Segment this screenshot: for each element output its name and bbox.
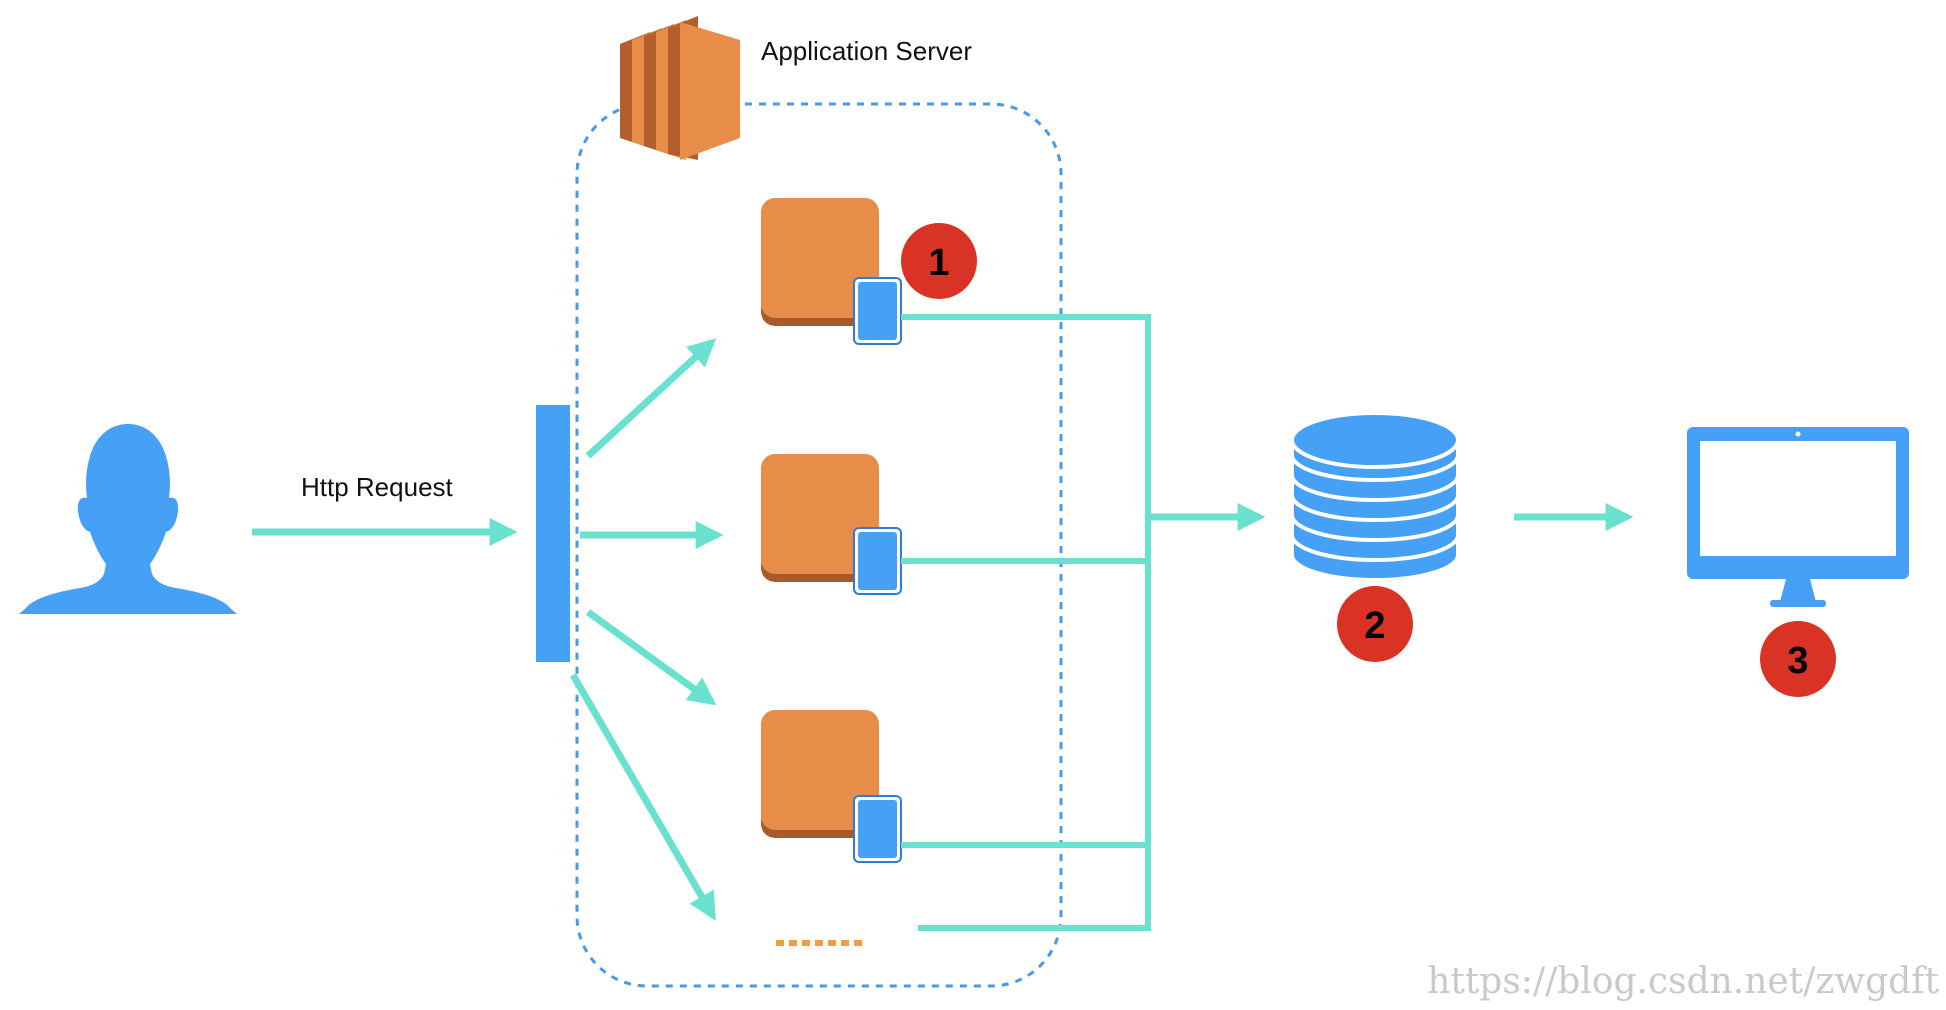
watermark: https://blog.csdn.net/zwgdft [1427, 961, 1939, 1002]
badge-1: 1 [901, 223, 977, 299]
badge-2: 2 [1337, 586, 1413, 662]
monitor-icon [1687, 427, 1909, 607]
arrow-to-more-instances [569, 673, 717, 921]
badge-2-label: 2 [1364, 605, 1385, 647]
app-server-label: Application Server [761, 36, 972, 66]
log-file-icon [853, 527, 902, 595]
server-icon [620, 16, 740, 160]
app-instance-2 [761, 454, 879, 582]
arrow-to-instance-1 [585, 338, 717, 459]
load-balancer-bar [536, 405, 570, 662]
log-collection-lines [901, 314, 1151, 931]
app-server-container [575, 102, 1063, 988]
log-file-icon [853, 277, 902, 345]
badge-3: 3 [1760, 621, 1836, 697]
http-request-label: Http Request [301, 472, 454, 502]
log-file-icon [853, 795, 902, 863]
arrow-to-instance-3 [585, 609, 717, 706]
app-instance-1 [761, 198, 879, 326]
badge-3-label: 3 [1787, 640, 1808, 682]
badge-1-label: 1 [928, 242, 949, 284]
user-icon [19, 424, 237, 614]
database-icon [1290, 411, 1460, 582]
app-instance-3 [761, 710, 879, 838]
